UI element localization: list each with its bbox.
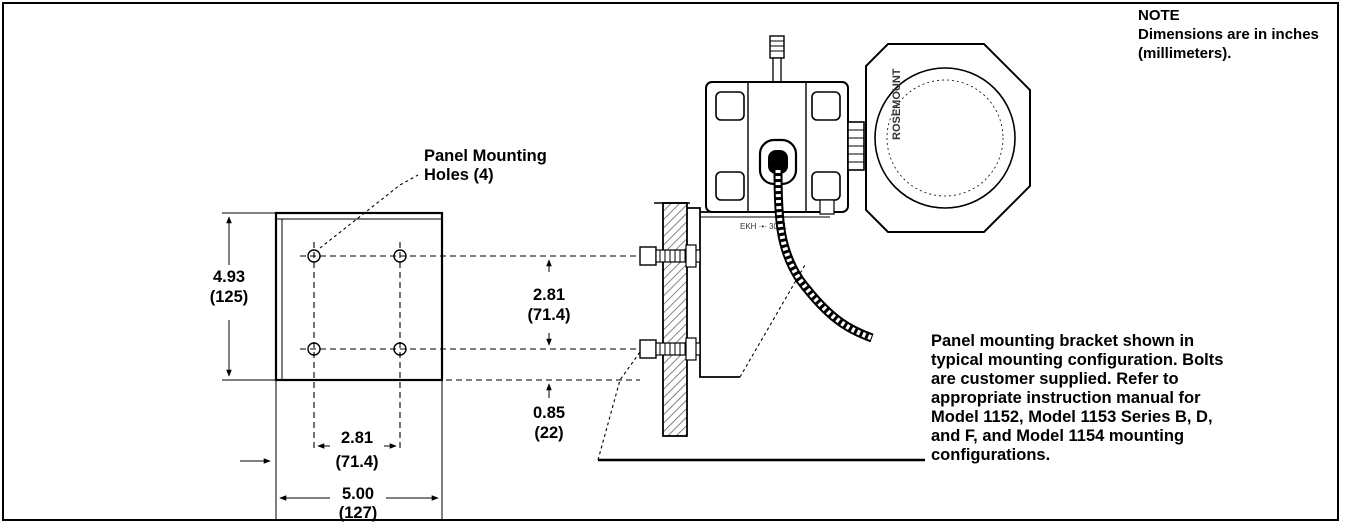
description-line: configurations. <box>931 446 1051 464</box>
note-title: NOTE <box>1138 7 1180 24</box>
hspacing-in-label: 2.81 <box>341 429 373 447</box>
height-in-label: 4.93 <box>213 268 245 286</box>
vent-valve-icon <box>769 35 785 59</box>
hspacing-mm-label: (71.4) <box>335 453 378 471</box>
note-text: Dimensions are in inches (millimeters). <box>1138 26 1319 62</box>
bolt-top <box>639 244 701 268</box>
width-dimension: 5.00 (127) <box>275 380 443 522</box>
transmitter: ROSEMOUNT <box>705 35 1031 343</box>
description-line: Model 1152, Model 1153 Series B, D, <box>931 408 1213 426</box>
offset-in-label: 0.85 <box>533 404 565 422</box>
bracket-leader <box>739 264 806 378</box>
height-dimension: 4.93 (125) <box>210 212 276 381</box>
height-mm-label: (125) <box>210 288 249 306</box>
vspacing-in-label: 2.81 <box>533 286 565 304</box>
svg-text:ROSEMOUNT: ROSEMOUNT <box>891 68 903 140</box>
holes-leader: Panel Mounting Holes (4) <box>319 147 547 249</box>
panel-wall <box>654 202 690 437</box>
hole-hspacing-dimension: 2.81 (71.4) <box>240 429 397 471</box>
offset-mm-label: (22) <box>534 424 563 442</box>
mounting-holes <box>276 242 640 448</box>
description-line: appropriate instruction manual for <box>931 389 1201 407</box>
vspacing-mm-label: (71.4) <box>527 306 570 324</box>
bolt-bottom <box>639 337 701 361</box>
electronics-housing <box>865 43 1031 233</box>
holes-label-2: Holes (4) <box>424 166 494 184</box>
description-text: Panel mounting bracket shown in typical … <box>931 332 1336 465</box>
hole-vspacing-dimension: 2.81 (71.4) <box>527 259 571 346</box>
width-mm-label: (127) <box>339 504 378 522</box>
edge-offset-dimension: 0.85 (22) <box>533 383 565 442</box>
svg-text:EKH ·•· 3001: EKH ·•· 3001 <box>740 222 787 231</box>
width-in-label: 5.00 <box>342 485 374 503</box>
bolt-leader <box>597 351 925 462</box>
description-line: are customer supplied. Refer to <box>931 370 1179 388</box>
description-line: typical mounting configuration. Bolts <box>931 351 1224 369</box>
description-line: Panel mounting bracket shown in <box>931 332 1195 350</box>
bracket-plate <box>274 211 444 382</box>
holes-label-1: Panel Mounting <box>424 147 547 165</box>
description-line: and F, and Model 1154 mounting <box>931 427 1185 445</box>
